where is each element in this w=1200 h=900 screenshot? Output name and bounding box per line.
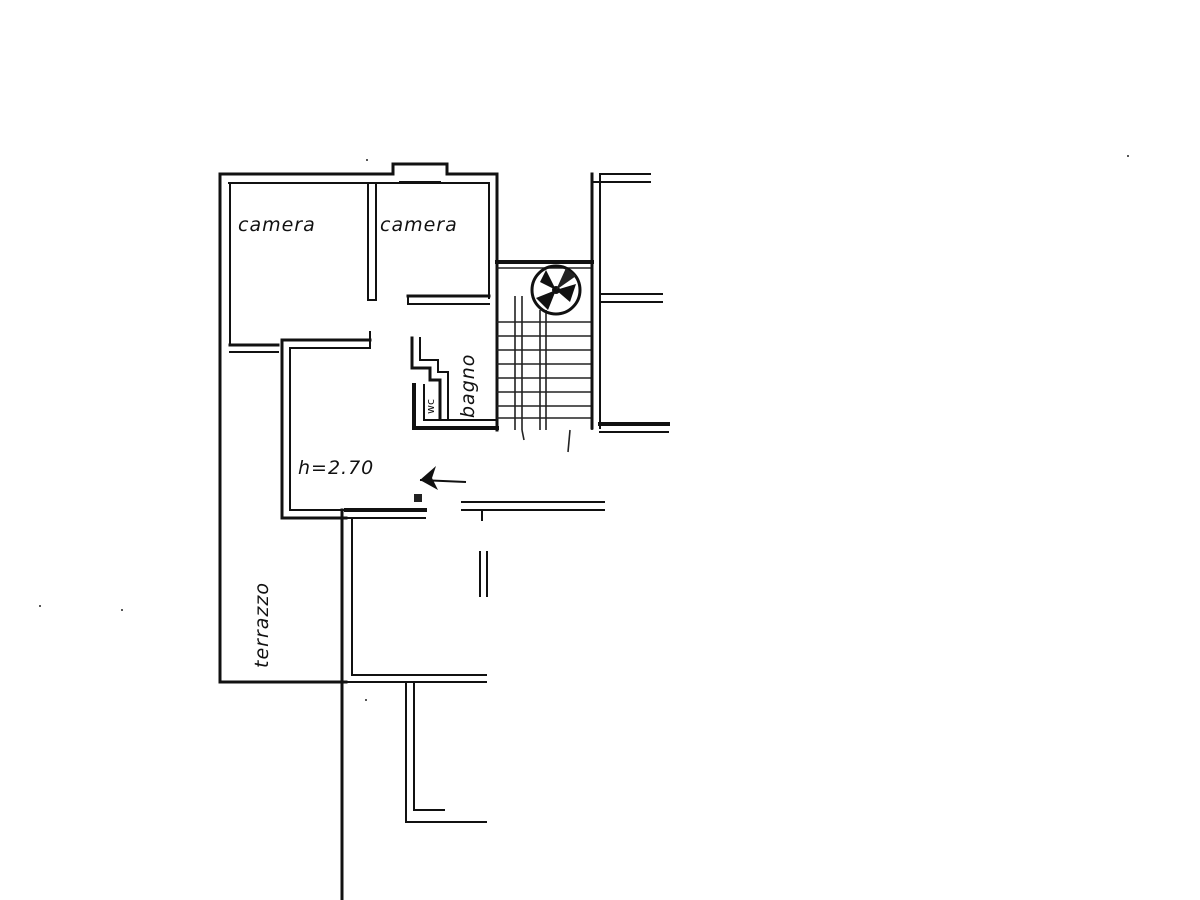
lower-outline — [405, 681, 487, 823]
room-label-wc: wc — [424, 399, 437, 414]
staircase — [495, 260, 594, 453]
spiral-stair-symbol — [530, 264, 582, 316]
room-label-camera-left: camera — [238, 214, 316, 236]
room-label-camera-right: camera — [380, 214, 458, 236]
stair-treads — [497, 321, 592, 419]
bedrooms-walls — [218, 162, 499, 684]
adjoining-walls — [461, 172, 670, 597]
room-label-terrazzo: terrazzo — [251, 582, 273, 668]
terrace-walls — [218, 508, 487, 900]
ceiling-height-note: h=2.70 — [298, 457, 374, 479]
scan-specks — [39, 155, 1129, 701]
entry-arrow-icon — [419, 466, 467, 490]
room-label-bagno: bagno — [457, 354, 479, 418]
